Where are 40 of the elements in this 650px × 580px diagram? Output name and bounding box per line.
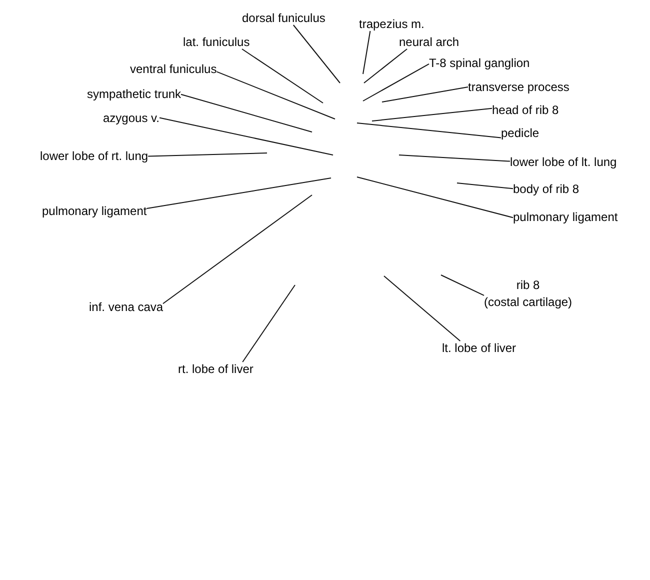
leader-line [148,152,268,157]
leader-line [440,274,484,296]
leader-line [242,48,324,104]
leader-line [356,176,514,218]
leader-line [384,276,461,342]
leader-line [242,284,296,362]
part-label: pulmonary ligament [42,204,147,218]
leader-line [292,24,340,84]
leader-line [162,194,312,304]
part-label: inf. vena cava [89,300,164,314]
part-label: body of rib 8 [513,182,580,196]
part-label: azygous v. [103,111,160,125]
part-label: lat. funiculus [183,35,250,49]
part-label: lt. lobe of liver [442,341,516,355]
leader-line [456,182,514,190]
part-label: head of rib 8 [492,103,559,117]
leader-line [362,30,371,74]
part-label: neural arch [399,35,460,49]
part-label: lower lobe of rt. lung [40,149,148,163]
part-label: trapezius m. [359,17,424,31]
part-label: dorsal funiculus [242,11,326,25]
part-label: sympathetic trunk [87,87,182,101]
part-label: lower lobe of lt. lung [510,155,617,169]
leader-line [398,154,510,162]
leader-line [216,71,336,120]
part-label: pedicle [501,126,540,140]
part-label: T-8 spinal ganglion [429,56,530,70]
leader-line [180,94,312,132]
part-label: ventral funiculus [130,62,217,76]
leader-line [364,48,408,84]
leader-line [372,108,492,122]
part-label: rt. lobe of liver [178,362,254,376]
leader-line [362,63,430,102]
part-label: transverse process [468,80,570,94]
leader-line [356,122,502,138]
part-label: pulmonary ligament [513,210,618,224]
part-label: rib 8 (costal cartilage) [484,277,572,311]
leader-line [159,117,334,156]
leader-line [146,178,332,209]
leader-line [382,86,468,102]
